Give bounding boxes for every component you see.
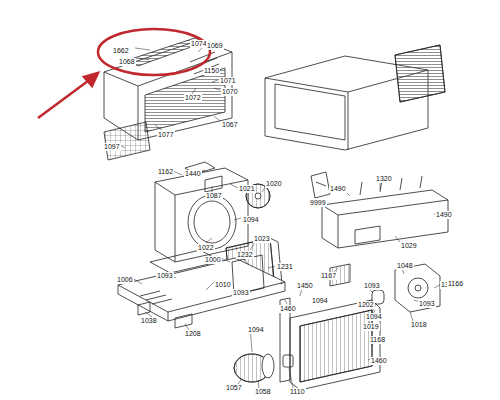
front-cover-part — [104, 52, 232, 140]
callout-number: 1010 — [214, 281, 232, 289]
callout-number: 1202 — [357, 301, 375, 309]
callout-number: 1110 — [289, 388, 306, 396]
base-pan — [118, 250, 285, 328]
callout-number: 1460 — [279, 305, 297, 313]
callout-number: 1069 — [206, 42, 224, 50]
filter-part — [104, 122, 150, 160]
callout-number: 1168 — [369, 336, 386, 344]
rear-partition-part — [355, 226, 380, 244]
bulkhead-part — [188, 195, 236, 249]
blower-wheel — [234, 354, 293, 382]
label-card-part — [316, 182, 326, 186]
callout-number: 1231 — [276, 263, 294, 271]
front-cover — [104, 38, 232, 140]
callout-number: 1093 — [418, 300, 436, 308]
callout-number: 1058 — [254, 388, 272, 396]
evaporator-fan-part — [255, 193, 261, 199]
leader-lines-part — [145, 286, 420, 388]
condenser-coil-part — [300, 310, 372, 382]
rear-grille — [395, 45, 445, 102]
callout-number: 1440 — [184, 170, 202, 178]
base-pan-part — [140, 291, 172, 304]
wall-sleeve-part — [275, 84, 345, 140]
callout-number: 1093 — [156, 272, 174, 280]
callout-number: 1208 — [184, 330, 202, 338]
base-pan-part — [150, 250, 222, 274]
condenser-fan-motor-part — [415, 285, 421, 291]
label-card — [311, 172, 330, 198]
filter — [104, 122, 150, 160]
callout-number: 1490 — [329, 185, 347, 193]
leader-lines-part — [132, 170, 275, 296]
highlight-annotation — [38, 29, 210, 118]
bulkhead-part — [194, 201, 230, 243]
blower-wheel-part — [283, 355, 293, 367]
rear-partition — [322, 176, 448, 248]
highlight-annotation-part — [98, 29, 210, 75]
callout-number: 1490 — [435, 211, 453, 219]
condenser-coil-part — [300, 310, 372, 382]
callout-number: 1662 — [112, 47, 130, 55]
callout-number: 1166 — [447, 280, 464, 288]
callout-number: 1071 — [219, 77, 237, 85]
callout-number: 1094 — [311, 297, 329, 305]
callout-number: 1093 — [232, 289, 250, 297]
callout-number: 9999 — [309, 199, 327, 207]
callout-number: 1450 — [296, 282, 314, 290]
base-pan-part — [138, 302, 150, 315]
callout-number: 1038 — [140, 317, 158, 325]
callout-number: 1162 — [157, 168, 174, 176]
highlight-annotation-part — [38, 78, 92, 118]
callout-number: 1019 — [362, 323, 380, 331]
bulkhead-part — [205, 176, 222, 192]
callout-number: 1460 — [370, 357, 388, 365]
callout-number: 1070 — [221, 88, 239, 96]
label-card-part — [311, 172, 330, 198]
callout-number: 1087 — [205, 192, 223, 200]
callout-number: 1022 — [197, 244, 215, 252]
callout-number: 1000 — [204, 256, 222, 264]
callout-number: 1320 — [375, 175, 393, 183]
leader-lines — [118, 46, 446, 388]
callout-number: 1094 — [247, 326, 265, 334]
callout-number: 1020 — [265, 180, 283, 188]
callout-number: 1072 — [184, 94, 202, 102]
rear-grille-part — [395, 45, 445, 102]
callout-number: 1067 — [221, 121, 239, 129]
blower-wheel-part — [262, 354, 274, 378]
callout-number: 1048 — [396, 262, 414, 270]
callout-number: 1018 — [410, 321, 428, 329]
rear-partition-part — [322, 190, 448, 248]
rear-partition-part — [322, 200, 448, 248]
callout-number: 1029 — [400, 242, 418, 250]
condenser-fan-motor-part — [395, 264, 440, 312]
callout-number: 1021 — [238, 185, 256, 193]
callout-number: 1077 — [157, 131, 175, 139]
callout-number: 1074 — [190, 40, 208, 48]
callout-number: 1006 — [116, 276, 134, 284]
base-pan-part — [175, 314, 192, 328]
callout-number: 1093 — [363, 282, 381, 290]
highlight-annotation-part — [84, 73, 98, 86]
callout-number: 1068 — [118, 58, 136, 66]
condenser-fan-motor-part — [408, 278, 428, 298]
condenser-coil — [280, 298, 380, 390]
callout-number: 1150 — [203, 67, 220, 75]
compressor-parts — [330, 264, 384, 304]
callout-number: 1094 — [242, 216, 260, 224]
callout-number: 1097 — [103, 143, 121, 151]
leader-lines-part — [334, 182, 446, 288]
callout-number: 1167 — [320, 272, 337, 280]
callout-number: 1057 — [225, 384, 243, 392]
rear-grille-part — [395, 45, 445, 102]
callout-number: 1023 — [253, 235, 271, 243]
front-cover-part — [145, 68, 225, 132]
callout-number: 1232 — [236, 251, 254, 259]
base-pan-part — [118, 282, 285, 321]
callout-number: 1094 — [365, 313, 383, 321]
rear-partition-part — [360, 176, 422, 195]
